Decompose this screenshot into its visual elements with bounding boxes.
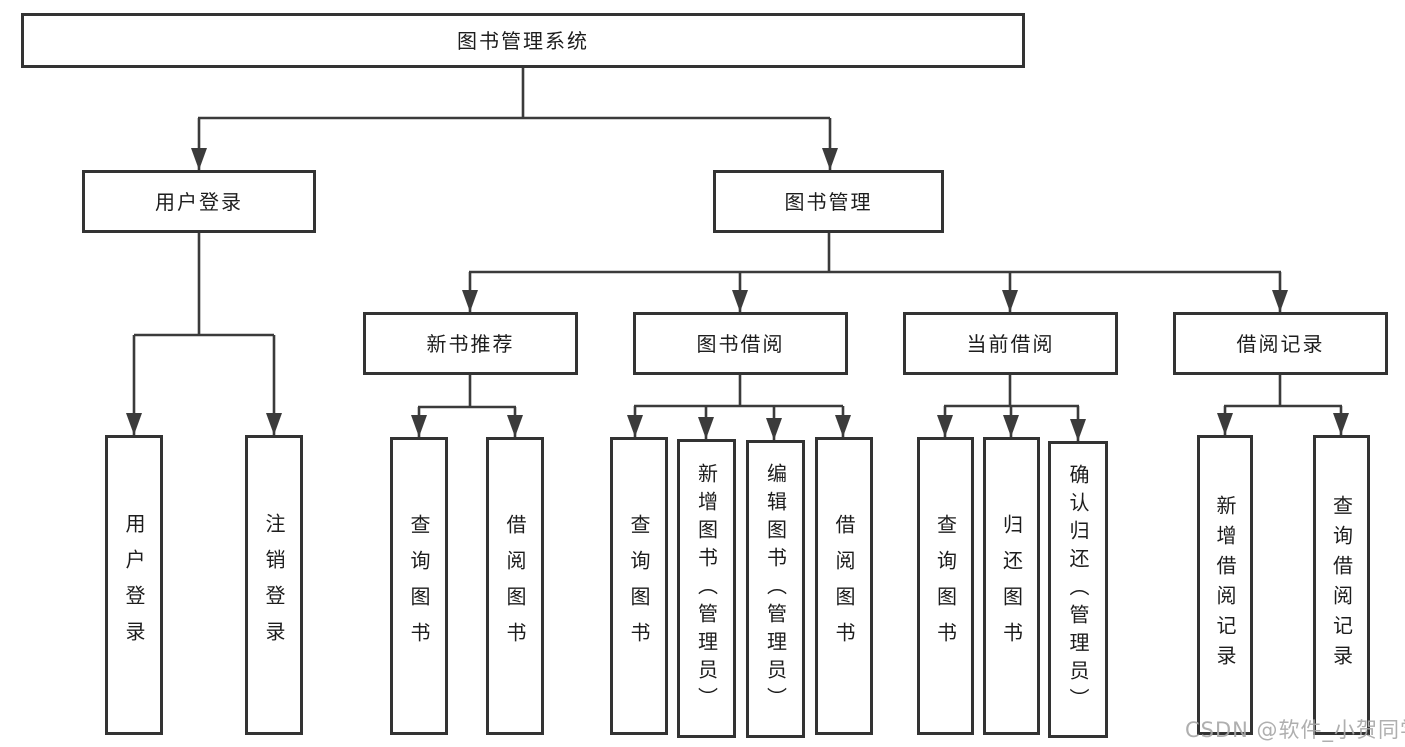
- node-add-books-admin: 新增图书（管理员）: [677, 439, 736, 738]
- watermark: CSDN @软件_小贺同学: [1185, 718, 1405, 742]
- node-new-book-recommendation: 新书推荐: [363, 312, 578, 375]
- node-borrowing-records: 借阅记录: [1173, 312, 1388, 375]
- node-edit-books-admin: 编辑图书（管理员）: [746, 440, 805, 738]
- node-user-login: 用户登录: [82, 170, 316, 233]
- node-borrow-books-recommend: 借阅图书: [486, 437, 544, 735]
- node-user-login-action: 用户登录: [105, 435, 163, 735]
- node-return-books: 归还图书: [983, 437, 1040, 735]
- node-book-management: 图书管理: [713, 170, 944, 233]
- node-query-books-recommend: 查询图书: [390, 437, 448, 735]
- node-confirm-return-admin: 确认归还（管理员）: [1048, 441, 1108, 738]
- node-logout-action: 注销登录: [245, 435, 303, 735]
- node-library-system: 图书管理系统: [21, 13, 1025, 68]
- node-query-books-current: 查询图书: [917, 437, 974, 735]
- node-current-borrowing: 当前借阅: [903, 312, 1118, 375]
- node-borrow-books-action: 借阅图书: [815, 437, 873, 735]
- node-book-borrowing: 图书借阅: [633, 312, 848, 375]
- node-query-borrow-record: 查询借阅记录: [1313, 435, 1370, 735]
- node-add-borrow-record: 新增借阅记录: [1197, 435, 1253, 735]
- node-query-books-borrow: 查询图书: [610, 437, 668, 735]
